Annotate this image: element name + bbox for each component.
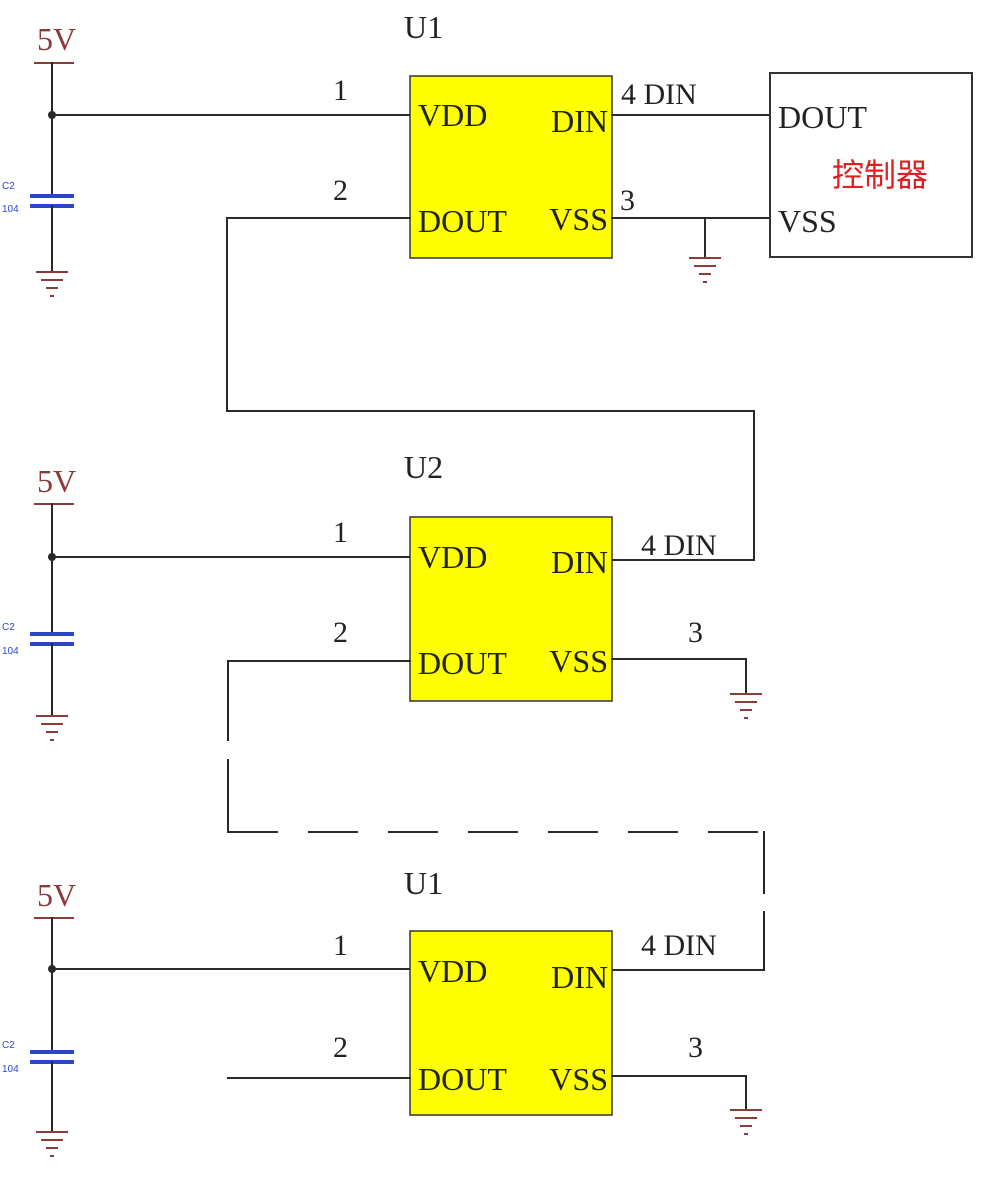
pin-number-2: 2 xyxy=(333,1031,348,1064)
ground-icon xyxy=(730,1109,762,1135)
pin-din: DIN xyxy=(551,103,608,139)
power-label-5v: 5V xyxy=(37,877,76,913)
pin-number-3: 3 xyxy=(688,1031,703,1064)
data-chain-wire-continued xyxy=(227,660,765,971)
pin-dout: DOUT xyxy=(418,203,507,239)
capacitor-symbol xyxy=(30,632,74,646)
pin-din: DIN xyxy=(551,959,608,995)
led-chip xyxy=(409,75,613,259)
pin-number-1: 1 xyxy=(333,74,348,107)
pin-number-4: 4 DIN xyxy=(641,929,717,962)
capacitor-value: 104 xyxy=(2,204,19,215)
controller-pin-dout: DOUT xyxy=(778,99,867,135)
vss-wire xyxy=(611,658,747,695)
data-chain-wire-1-2 xyxy=(226,217,755,561)
pin-dout: DOUT xyxy=(418,1061,507,1097)
pin-number-2: 2 xyxy=(333,174,348,207)
vss-wire xyxy=(611,1075,747,1111)
pin-vdd: VDD xyxy=(418,539,487,575)
chip-ref: U1 xyxy=(404,865,443,901)
capacitor-symbol xyxy=(30,194,74,208)
stage-3: 5V C2 104 U1 VDD DOUT DIN VSS 1 2 4 DIN … xyxy=(2,865,762,1157)
capacitor-value: 104 xyxy=(2,646,19,657)
led-chip xyxy=(409,930,613,1116)
ground-icon xyxy=(36,271,68,297)
capacitor-ref: C2 xyxy=(2,181,15,192)
pin-number-3: 3 xyxy=(620,184,635,217)
power-label-5v: 5V xyxy=(37,21,76,57)
pin-vdd: VDD xyxy=(418,953,487,989)
ground-icon xyxy=(36,1131,68,1157)
pin-vss: VSS xyxy=(549,201,608,237)
controller-pin-vss: VSS xyxy=(778,203,837,239)
pin-number-3: 3 xyxy=(688,616,703,649)
pin-number-1: 1 xyxy=(333,516,348,549)
capacitor-ref: C2 xyxy=(2,1040,15,1051)
pin-number-2: 2 xyxy=(333,616,348,649)
chip-ref: U1 xyxy=(404,9,443,45)
chip-ref: U2 xyxy=(404,449,443,485)
pin-din: DIN xyxy=(551,544,608,580)
stage-2: 5V C2 104 U2 VDD DOUT DIN VSS 1 2 4 DIN … xyxy=(2,449,762,741)
led-chip xyxy=(409,516,613,702)
power-label-5v: 5V xyxy=(37,463,76,499)
controller-box xyxy=(769,72,973,258)
controller-label: 控制器 xyxy=(832,156,928,194)
capacitor-ref: C2 xyxy=(2,622,15,633)
capacitor-value: 104 xyxy=(2,1064,19,1075)
capacitor-symbol xyxy=(30,1050,74,1064)
pin-vss: VSS xyxy=(549,643,608,679)
pin-number-4: 4 DIN xyxy=(641,529,717,562)
ground-icon xyxy=(730,693,762,719)
pin-number-1: 1 xyxy=(333,929,348,962)
ground-icon xyxy=(689,257,721,283)
stage-1: 5V C2 104 U1 VDD DOUT DIN VSS 1 2 4 DIN … xyxy=(2,9,973,297)
pin-number-4: 4 DIN xyxy=(621,78,697,111)
pin-vss: VSS xyxy=(549,1061,608,1097)
pin-vdd: VDD xyxy=(418,97,487,133)
pin-dout: DOUT xyxy=(418,645,507,681)
ground-icon xyxy=(36,715,68,741)
